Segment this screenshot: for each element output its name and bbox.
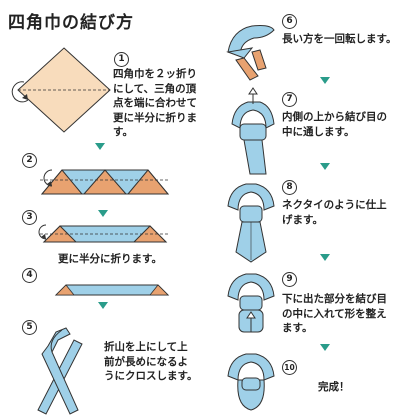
step-6-illustration [226,25,275,81]
step-4-illustration [54,284,170,296]
step-7-text: 内側の上から結び目の中に通します。 [282,111,387,138]
step-10-text: 完成！ [318,381,350,393]
step-2-number: 2 [22,153,37,168]
down-arrow-icon [320,77,330,84]
step-4-number: 4 [22,268,37,283]
page-title: 四角巾の結び方 [8,13,134,33]
step-5-illustration [37,327,83,415]
step-4-text: 更に半分に折ります。 [58,253,162,265]
step-8-number: 8 [282,180,297,195]
step-8-text: ネクタイのように仕上げます。 [282,199,387,226]
rotate-arrow-icon [43,169,53,187]
down-arrow-icon [320,254,330,261]
down-arrow-icon [98,210,108,217]
step-7-illustration [231,87,275,175]
step-2-illustration [40,169,170,195]
step-1-text: 四角巾を２ッ折りにして、三角の頂点を端に合わせて更に半分に折ります。 [113,68,197,138]
step-3-number: 3 [22,210,37,225]
step-6-number: 6 [282,14,297,29]
down-arrow-icon [95,143,105,150]
step-1-number: 1 [114,52,129,67]
down-arrow-icon [98,302,108,309]
step-6-text: 長い方を一回転します。 [282,33,397,45]
step-3-illustration [40,225,170,243]
step-9-text: 下に出た部分を結び目の中に入れて形を整えます。 [282,293,387,334]
step-5-text: 折山を上にして上前が長めになるようにクロスします。 [104,341,198,382]
step-9-number: 9 [282,272,297,287]
down-arrow-icon [320,163,330,170]
step-10-number: 10 [282,360,297,375]
down-arrow-icon [320,344,330,351]
step-9-illustration [227,273,275,333]
step-7-number: 7 [282,92,297,107]
step-10-illustration [227,353,275,411]
step-8-illustration [227,183,275,263]
step-5-number: 5 [22,320,37,335]
step-1-illustration [11,47,111,133]
rotate-arrow-icon [38,224,47,240]
